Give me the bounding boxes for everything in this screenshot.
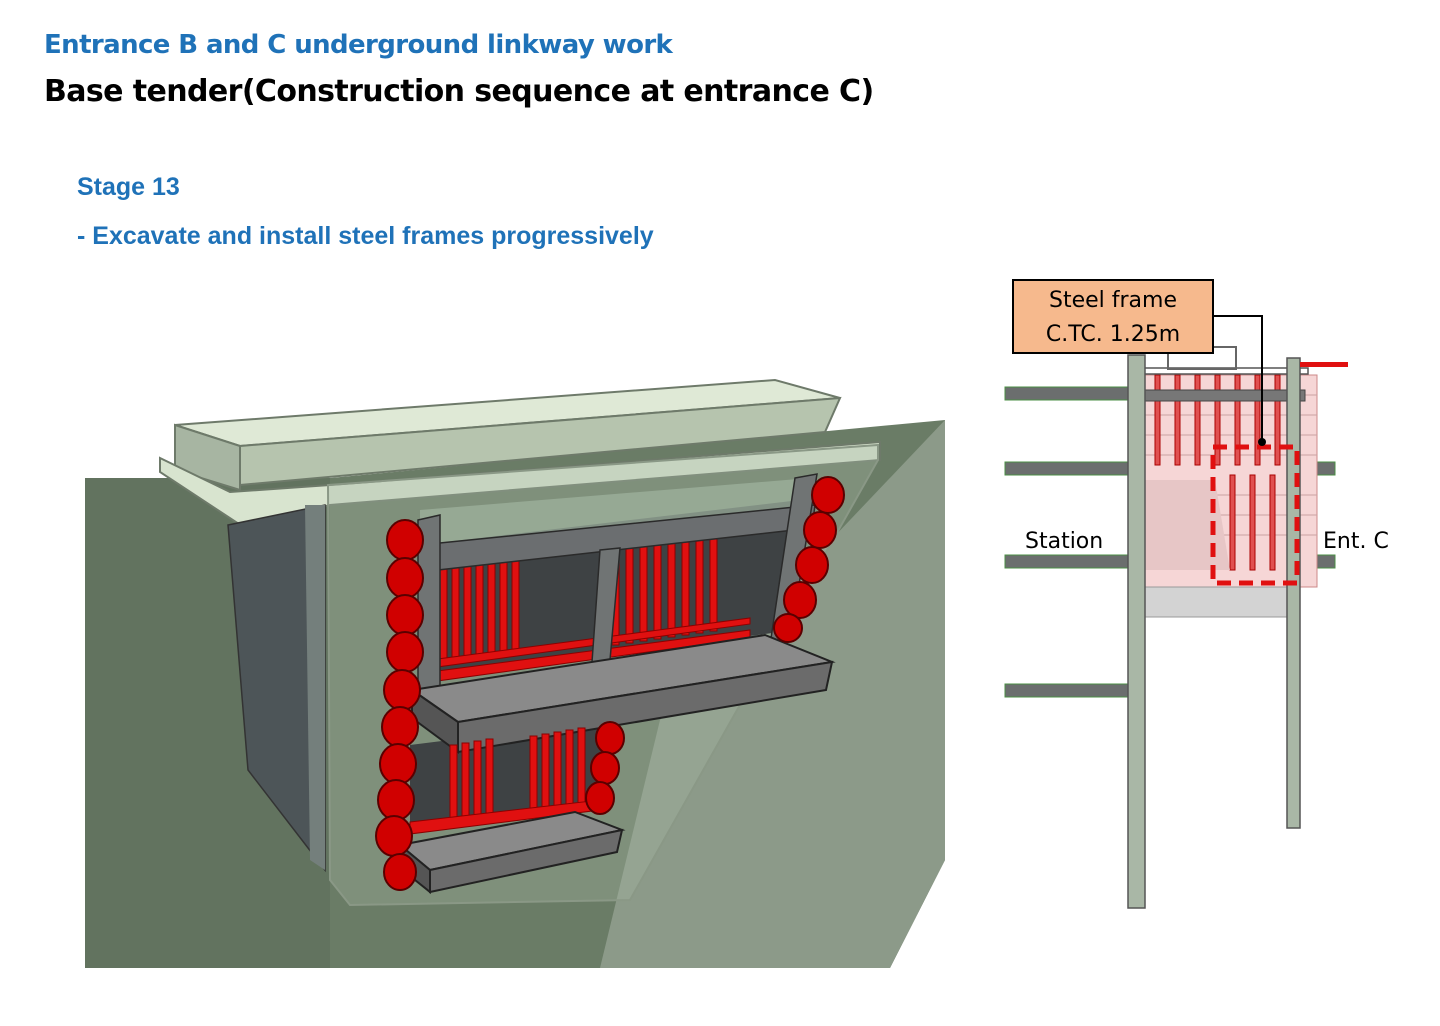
left-diaphragm-wall <box>1127 354 1146 909</box>
callout-leader <box>1213 315 1263 442</box>
callout-box <box>1012 279 1214 354</box>
callout-line1: Steel frame <box>1049 288 1177 313</box>
station-slab-1 <box>1004 386 1131 401</box>
ground-level-marker <box>1300 362 1348 367</box>
slide-title: Entrance B and C underground linkway wor… <box>44 30 673 60</box>
section-strut-top <box>1129 389 1306 402</box>
stage-label: Stage 13 <box>77 173 180 201</box>
right-diaphragm-wall <box>1286 357 1301 829</box>
column-side <box>305 505 325 870</box>
lower-steel-frames <box>409 727 601 835</box>
lower-slab-side <box>429 828 624 894</box>
secant-piles-right <box>585 476 845 815</box>
isometric-model-3d <box>85 378 945 968</box>
excavated-area-grey <box>1145 480 1230 570</box>
callout-dot <box>1258 438 1266 446</box>
callout-line2: C.TC. 1.25m <box>1046 322 1180 347</box>
roof-slab-front <box>239 396 842 487</box>
station-slab-4 <box>1004 683 1131 698</box>
deck-slab <box>159 440 881 530</box>
entrance-c-label: Ent. C <box>1323 529 1389 554</box>
stage-description: - Excavate and install steel frames prog… <box>77 222 654 250</box>
base-slab <box>1144 586 1288 618</box>
secant-piles-left <box>375 519 424 891</box>
upper-slab-side <box>457 660 834 754</box>
slide-subtitle: Base tender(Construction sequence at ent… <box>44 74 874 109</box>
station-label: Station <box>1025 529 1103 554</box>
